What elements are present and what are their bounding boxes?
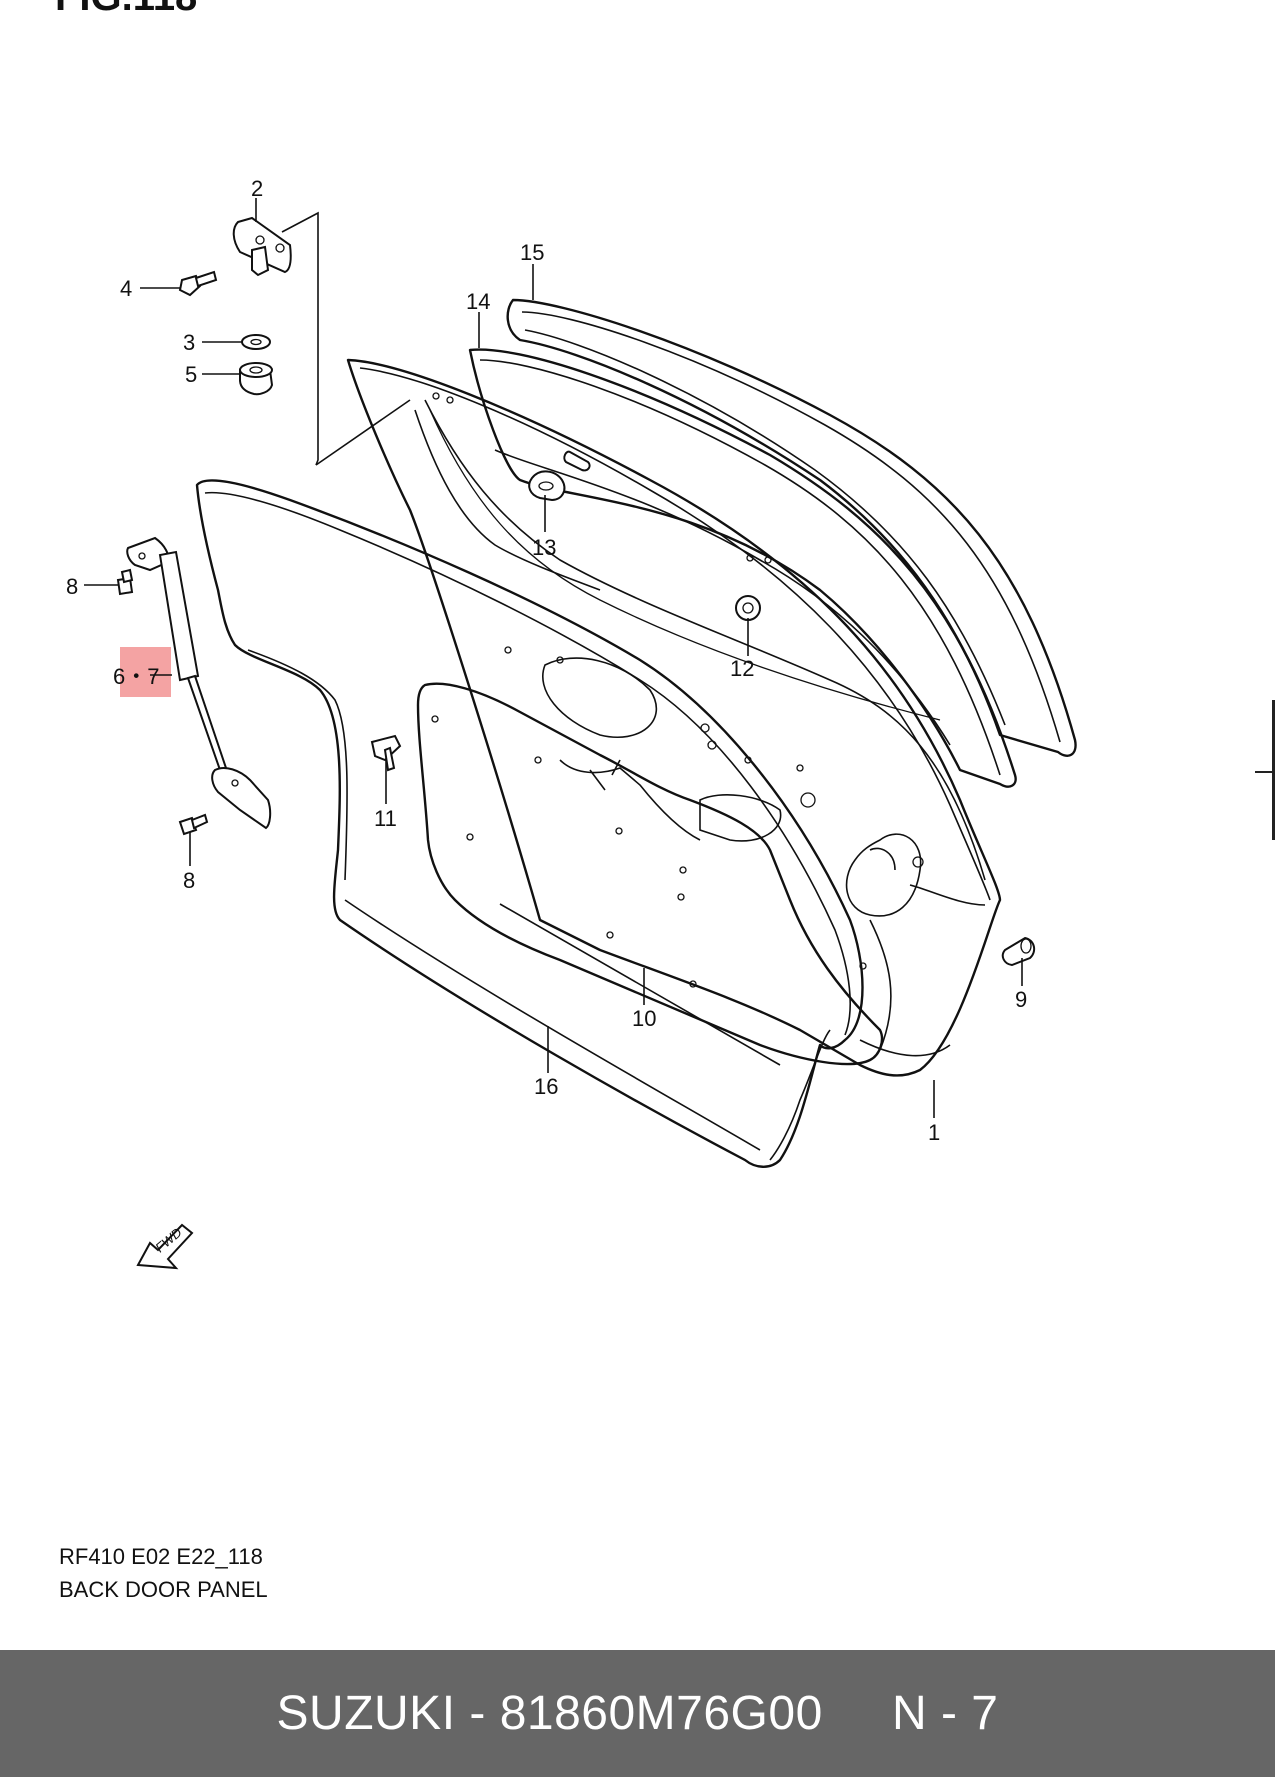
callout-16: 16	[534, 1074, 558, 1099]
part-14-back-glass	[468, 348, 1017, 788]
callout-12: 12	[730, 656, 754, 681]
selected-part-highlight	[120, 647, 171, 697]
part-13-grommet	[528, 450, 591, 502]
callout-9: 9	[1015, 987, 1027, 1012]
part-number-footer: SUZUKI - 81860M76G00 N - 7	[0, 1650, 1275, 1777]
callout-4: 4	[120, 276, 132, 301]
fwd-direction-arrow: FWD	[136, 1223, 194, 1270]
part-12-grommet	[735, 595, 761, 621]
page-edge-mark	[1272, 700, 1275, 840]
part-8-bolt-lower	[178, 813, 209, 836]
callout-3: 3	[183, 330, 195, 355]
callout-13: 13	[532, 535, 556, 560]
diagram-caption: RF410 E02 E22_118 BACK DOOR PANEL	[59, 1540, 268, 1606]
part-9-bumper	[1001, 936, 1036, 967]
part-10-trim-board	[416, 682, 884, 1066]
callout-5: 5	[185, 362, 197, 387]
callout-1: 1	[928, 1120, 940, 1145]
part-3-washer	[241, 334, 271, 350]
part-4-bolt	[178, 270, 218, 297]
callout-8-upper: 8	[66, 574, 78, 599]
part-2-hinge	[232, 211, 411, 466]
callout-11: 11	[374, 806, 397, 831]
part-6-7-gas-strut	[126, 536, 272, 830]
callout-8-lower: 8	[183, 868, 195, 893]
callout-15: 15	[520, 240, 544, 265]
leader-lines	[84, 198, 1023, 1118]
callout-2: 2	[251, 176, 263, 201]
callout-6-7: 6・7	[113, 664, 159, 689]
part-8-bolt-upper	[116, 568, 134, 596]
exploded-parts-diagram: FIG.118	[55, 0, 1077, 1270]
part-15-glass-seal	[506, 298, 1077, 757]
part-1-back-door-panel	[346, 358, 1002, 1077]
callout-10: 10	[632, 1006, 656, 1031]
part-11-clip	[370, 734, 402, 772]
diagram-code: RF410 E02 E22_118	[59, 1544, 263, 1569]
page-edge-tick	[1255, 771, 1275, 773]
part-5-nut	[239, 362, 274, 396]
part-16-weatherstrip	[195, 479, 864, 1168]
figure-title: FIG.118	[55, 0, 197, 19]
diagram-name: BACK DOOR PANEL	[59, 1577, 268, 1602]
footer-part-number: SUZUKI - 81860M76G00 N - 7	[276, 1687, 999, 1740]
callout-14: 14	[466, 289, 490, 314]
